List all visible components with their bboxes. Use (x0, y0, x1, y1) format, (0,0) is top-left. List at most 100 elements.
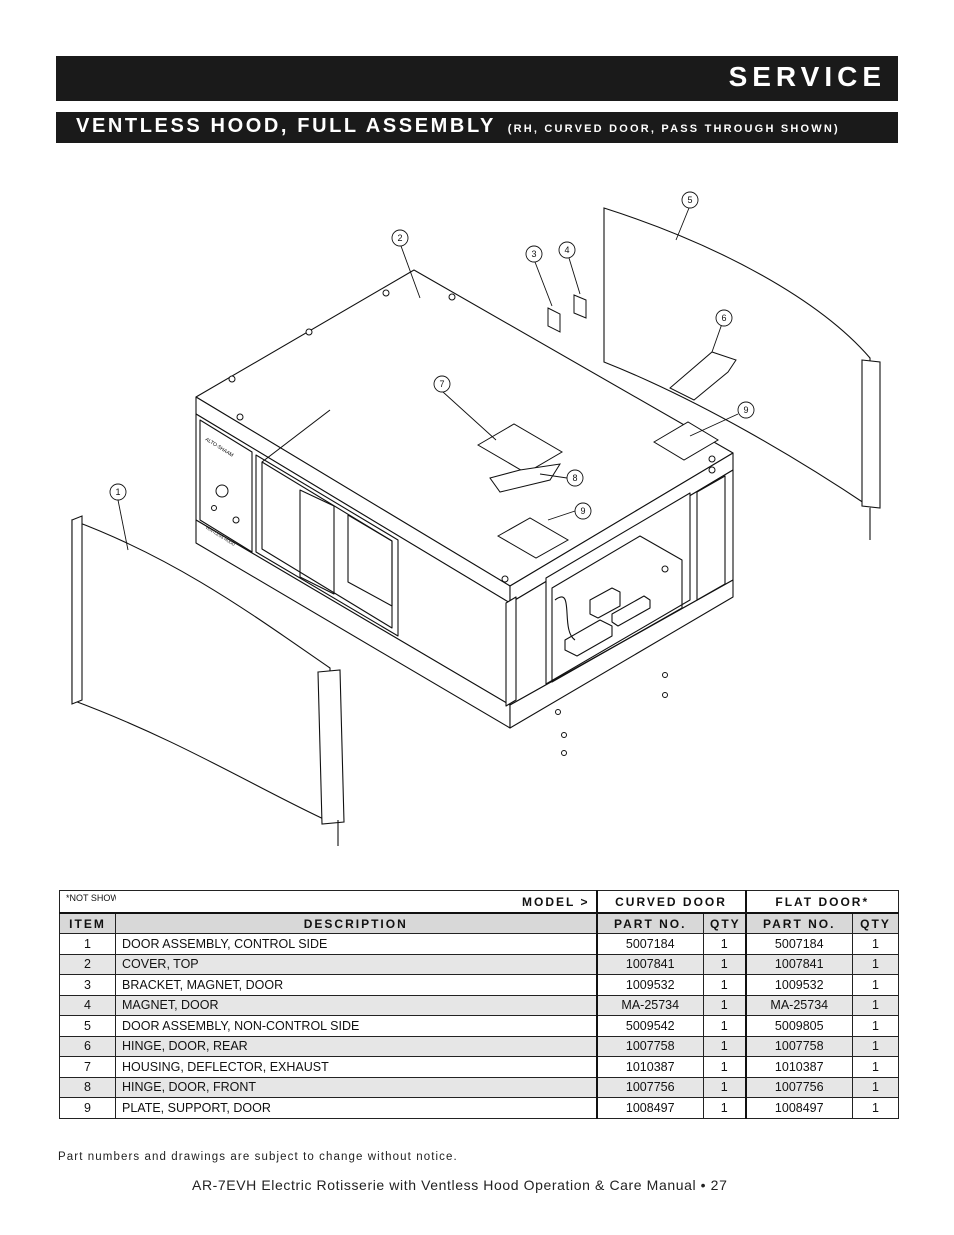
col-description: DESCRIPTION (115, 912, 597, 934)
callout-3: 3 (531, 249, 536, 259)
cell-description: DOOR ASSEMBLY, CONTROL SIDE (115, 933, 597, 955)
section-subtitle: (RH, CURVED DOOR, PASS THROUGH SHOWN) (507, 123, 840, 135)
disclaimer-note: Part numbers and drawings are subject to… (58, 1151, 458, 1163)
cell-item: 1 (59, 933, 116, 955)
cell-flat-part: 5009805 (744, 1015, 854, 1037)
cell-flat-qty: 1 (852, 1097, 900, 1119)
callout-5: 5 (687, 195, 692, 205)
parts-table: *NOT SHOWN MODEL > CURVED DOOR FLAT DOOR… (59, 890, 900, 1119)
cell-flat-part: 1008497 (744, 1097, 854, 1119)
callout-2: 2 (397, 233, 402, 243)
exhaust-deflector (477, 423, 563, 474)
cell-item: 7 (59, 1056, 116, 1078)
section-title-text: VENTLESS HOOD, FULL ASSEMBLY (76, 115, 496, 137)
support-plate-lower (496, 517, 570, 559)
cell-curved-qty: 1 (702, 1015, 747, 1037)
cell-curved-qty: 1 (702, 1076, 747, 1098)
group-curved-door: CURVED DOOR (595, 890, 747, 914)
cell-flat-qty: 1 (852, 994, 900, 1016)
cell-curved-part: 5007184 (595, 933, 704, 955)
page-footer: AR-7EVH Electric Rotisserie with Ventles… (192, 1177, 728, 1193)
cell-item: 2 (59, 953, 116, 975)
callout-4: 4 (564, 245, 569, 255)
cell-curved-part: 1007758 (595, 1035, 704, 1057)
cell-curved-qty: 1 (702, 953, 747, 975)
cell-flat-qty: 1 (852, 953, 900, 975)
cell-description: MAGNET, DOOR (115, 994, 597, 1016)
cell-flat-part: 1010387 (744, 1056, 854, 1078)
hinge-front (489, 463, 561, 493)
model-label: MODEL > (115, 890, 597, 914)
cell-description: BRACKET, MAGNET, DOOR (115, 974, 597, 996)
cell-curved-part: 1007756 (595, 1076, 704, 1098)
cell-curved-qty: 1 (702, 1035, 747, 1057)
callout-6: 6 (721, 313, 726, 323)
callout-8: 8 (572, 473, 577, 483)
cell-item: 8 (59, 1076, 116, 1098)
cell-flat-qty: 1 (852, 1076, 900, 1098)
cell-curved-part: MA-25734 (595, 994, 704, 1016)
cell-curved-part: 5009542 (595, 1015, 704, 1037)
cell-flat-part: 1007756 (744, 1076, 854, 1098)
callout-7: 7 (439, 379, 444, 389)
col-curved-qty: QTY (702, 912, 747, 934)
page-title: SERVICE (728, 61, 886, 92)
model-header-row: *NOT SHOWN MODEL > CURVED DOOR FLAT DOOR… (59, 890, 900, 914)
cell-flat-qty: 1 (852, 933, 900, 955)
cell-item: 9 (59, 1097, 116, 1119)
section-title: VENTLESS HOOD, FULL ASSEMBLY (RH, CURVED… (76, 115, 840, 138)
cell-curved-qty: 1 (702, 933, 747, 955)
cell-curved-part: 1007841 (595, 953, 704, 975)
cell-flat-qty: 1 (852, 1015, 900, 1037)
cell-item: 6 (59, 1035, 116, 1057)
callout-1: 1 (115, 487, 120, 497)
group-flat-door: FLAT DOOR* (744, 890, 900, 914)
cell-flat-qty: 1 (852, 1056, 900, 1078)
cell-curved-part: 1009532 (595, 974, 704, 996)
cell-curved-part: 1010387 (595, 1056, 704, 1078)
service-header-bar: SERVICE (56, 56, 898, 101)
col-flat-qty: QTY (852, 912, 900, 934)
cell-description: HOUSING, DEFLECTOR, EXHAUST (115, 1056, 597, 1078)
door-magnet (573, 294, 587, 319)
cell-curved-qty: 1 (702, 1097, 747, 1119)
callout-9a: 9 (743, 405, 748, 415)
cell-curved-qty: 1 (702, 974, 747, 996)
not-shown-note: *NOT SHOWN (59, 890, 116, 914)
cell-description: HINGE, DOOR, REAR (115, 1035, 597, 1057)
cell-flat-part: 1007758 (744, 1035, 854, 1057)
magnet-bracket (547, 307, 561, 333)
cell-flat-part: MA-25734 (744, 994, 854, 1016)
exploded-assembly-drawing: ALTO-SHAAM VENTLESS HOOD 1 2 (71, 191, 881, 846)
cell-description: COVER, TOP (115, 953, 597, 975)
cell-description: PLATE, SUPPORT, DOOR (115, 1097, 597, 1119)
cell-flat-part: 1009532 (744, 974, 854, 996)
cell-item: 5 (59, 1015, 116, 1037)
cell-curved-part: 1008497 (595, 1097, 704, 1119)
front-opening (255, 454, 399, 637)
cell-flat-qty: 1 (852, 974, 900, 996)
col-curved-part: PART NO. (595, 912, 704, 934)
column-header-row: ITEM DESCRIPTION PART NO. QTY PART NO. Q… (59, 912, 900, 934)
col-item: ITEM (59, 912, 116, 934)
support-plate-top (653, 421, 719, 461)
terminal-block (564, 619, 613, 657)
callout-balloons: 1 2 3 4 5 6 7 8 9 9 (109, 191, 755, 520)
callout-9b: 9 (580, 506, 585, 516)
cell-description: HINGE, DOOR, FRONT (115, 1076, 597, 1098)
cell-flat-qty: 1 (852, 1035, 900, 1057)
cell-item: 3 (59, 974, 116, 996)
cell-flat-part: 5007184 (744, 933, 854, 955)
section-header-bar: VENTLESS HOOD, FULL ASSEMBLY (RH, CURVED… (56, 112, 898, 143)
col-flat-part: PART NO. (744, 912, 854, 934)
